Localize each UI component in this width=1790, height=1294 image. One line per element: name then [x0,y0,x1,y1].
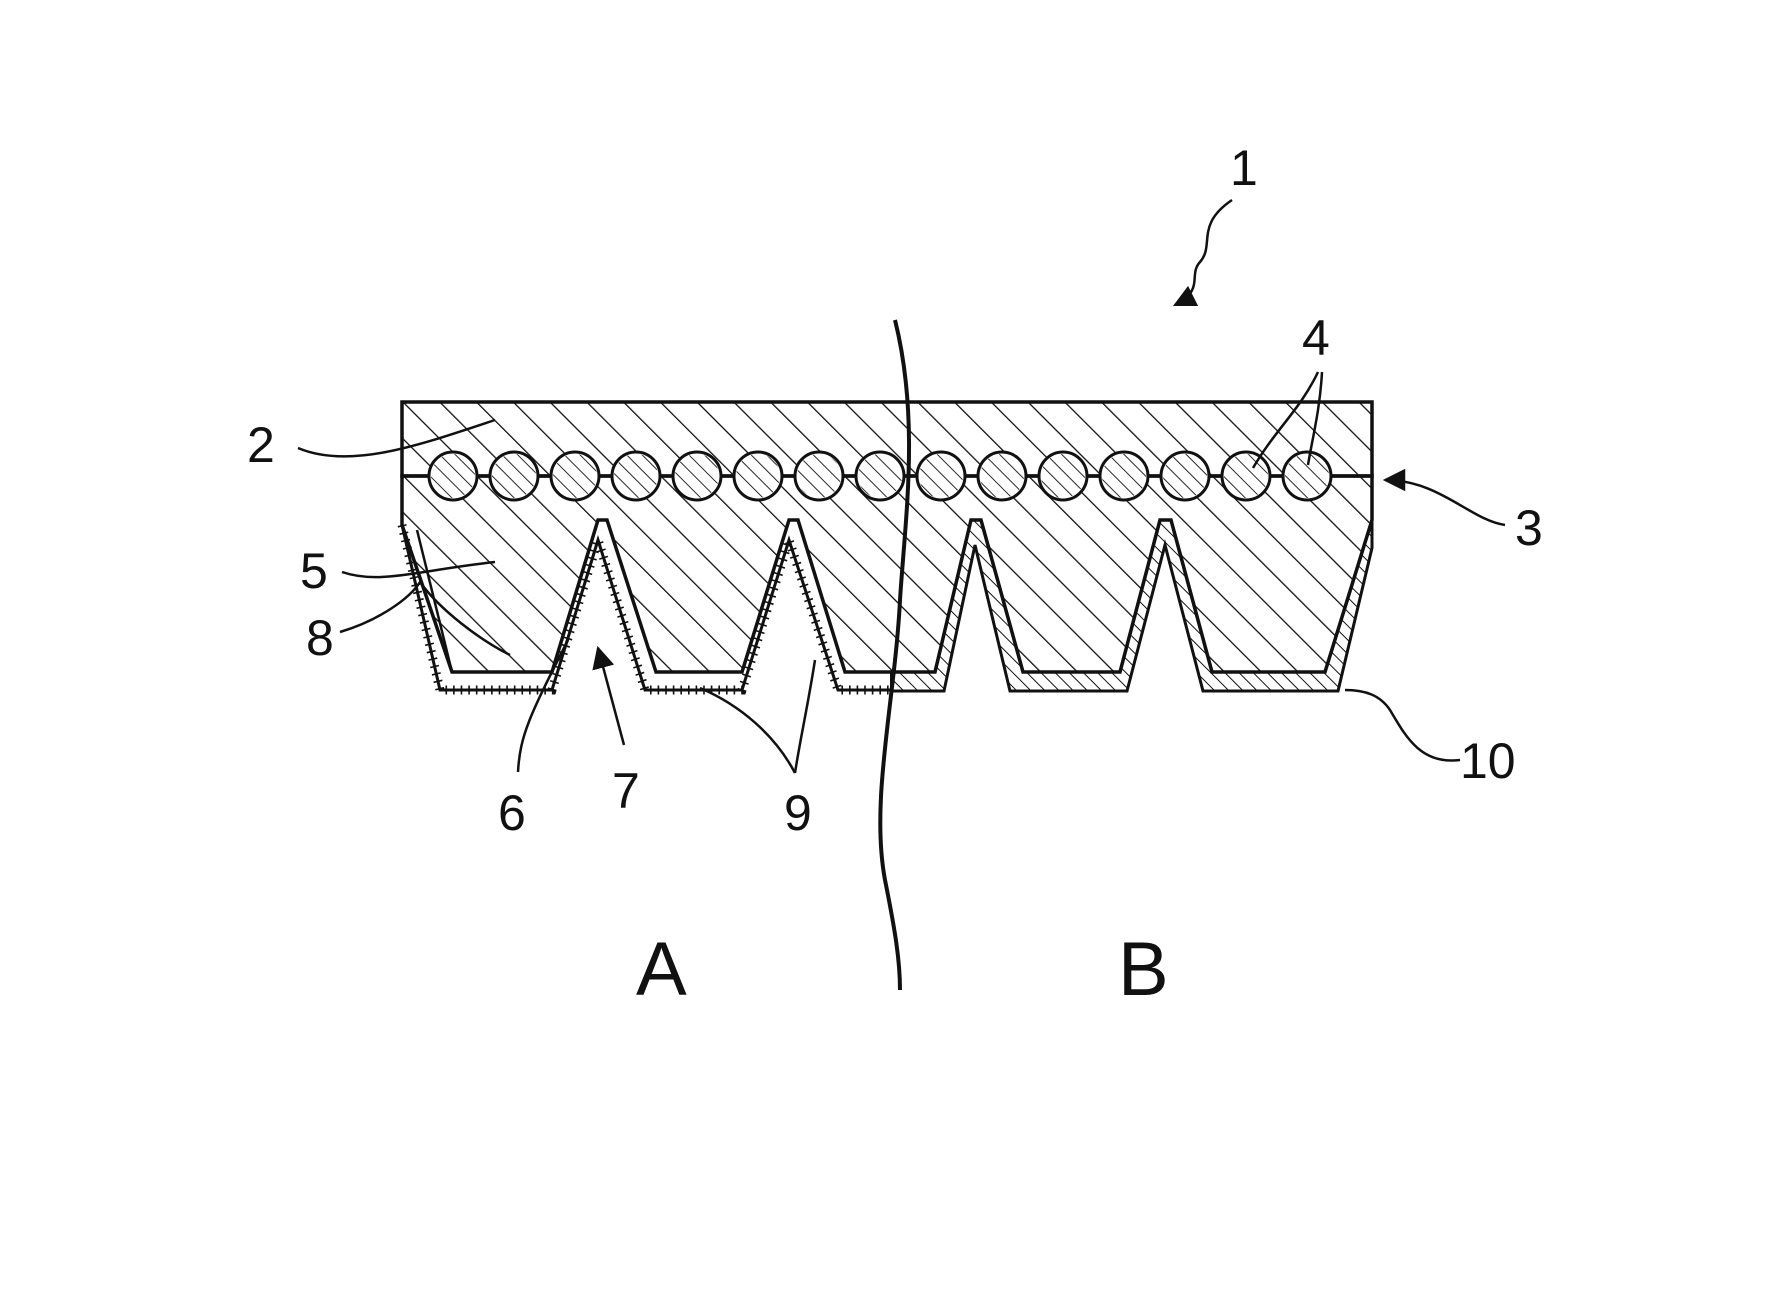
callout-6: 6 [498,785,526,841]
callout-10: 10 [1460,733,1516,789]
callout-8: 8 [306,610,334,666]
callout-3: 3 [1515,500,1543,556]
callout-1: 1 [1230,140,1258,196]
callout-9: 9 [784,785,812,841]
section-label-b: B [1118,927,1169,1012]
callout-7: 7 [612,763,640,819]
compression-body [402,476,1372,672]
callout-2: 2 [247,417,275,473]
cords [429,452,1331,500]
section-label-a: A [636,927,687,1012]
callout-4: 4 [1302,310,1330,366]
callout-5: 5 [300,543,328,599]
